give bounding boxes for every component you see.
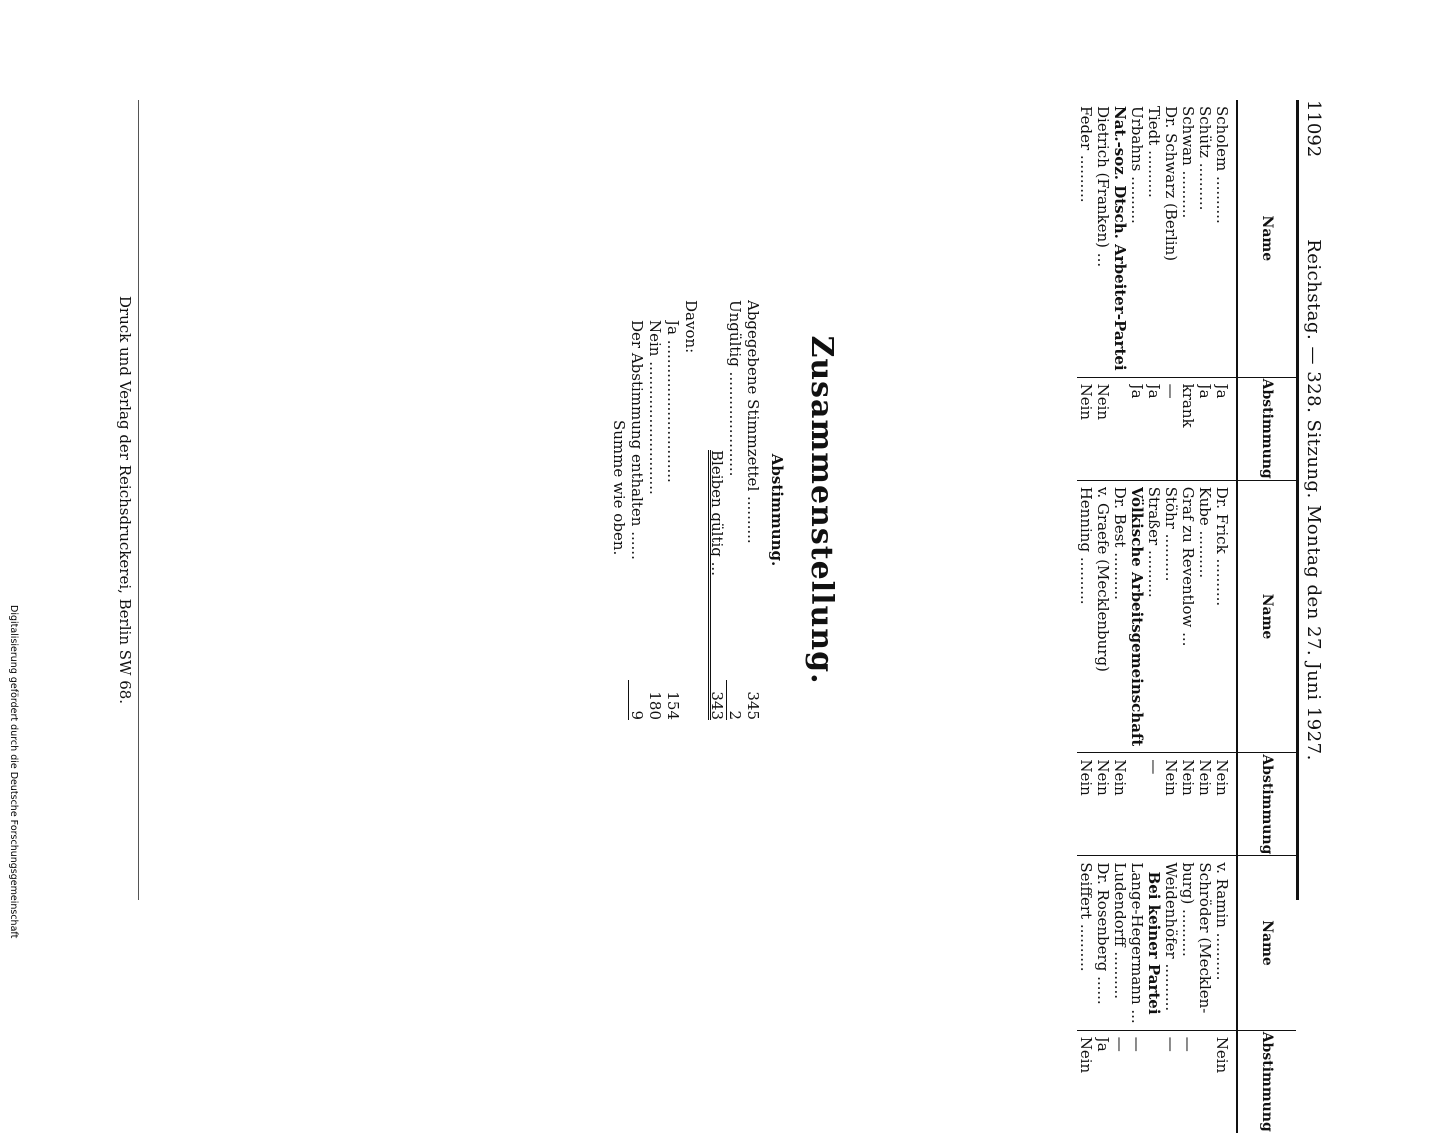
digitization-note: Digitalisierung gefördert durch die Deut…	[8, 605, 20, 995]
member-name: Henning ..........	[1077, 486, 1094, 605]
summary-row-summe: Summe wie oben.	[610, 300, 628, 720]
column-header-name: Name	[1237, 855, 1296, 1031]
member-vote: Nein	[1213, 759, 1230, 796]
footer-rule	[138, 100, 139, 900]
vote-column-3: Nein — — — — Ja Nein	[1077, 1030, 1237, 1133]
member-vote: Nein	[1094, 383, 1111, 421]
member-name: Schwan ..........	[1179, 106, 1196, 219]
member-vote: Nein	[1094, 759, 1111, 796]
member-vote	[1196, 1037, 1213, 1127]
member-name: Straßer ..........	[1145, 486, 1162, 598]
vote-table: Name Abstimmung Name Abstimmung Name Abs…	[1077, 100, 1296, 1133]
member-vote: —	[1145, 759, 1162, 775]
spacer	[1111, 384, 1128, 474]
member-name: Schütz ..........	[1196, 106, 1213, 211]
member-vote: Nein	[1077, 759, 1094, 796]
member-vote: —	[1111, 1036, 1128, 1052]
page-title: Reichstag. — 328. Sitzung. Montag den 27…	[1303, 239, 1324, 761]
member-name: Dr. Best ..........	[1111, 486, 1128, 600]
member-vote: Nein	[1077, 383, 1094, 421]
top-rule	[1296, 100, 1299, 900]
summary-row-gueltig: Bleiben gültig ... 343	[708, 300, 726, 720]
summary-value: 154	[664, 691, 682, 720]
member-vote: Ja	[1128, 383, 1145, 399]
document-page: 11092 Reichstag. — 328. Sitzung. Montag …	[116, 100, 1324, 1133]
member-name: Dr. Schwarz (Berlin)	[1162, 106, 1179, 262]
member-vote: Nein	[1179, 759, 1196, 796]
summary-value: 9	[628, 680, 646, 720]
member-name: Weidenhöfer ..........	[1162, 862, 1179, 1012]
member-name: Urbahns ..........	[1128, 106, 1145, 224]
summary-value: 180	[646, 691, 664, 720]
spacer	[1128, 759, 1145, 849]
member-vote: —	[1128, 1036, 1145, 1052]
summary-value: 343	[708, 680, 726, 720]
member-name: Dr. Frick ..........	[1213, 486, 1230, 607]
member-vote: —	[1179, 1036, 1196, 1052]
member-vote: Ja	[1196, 383, 1213, 399]
party-heading: Völkische Arbeitsgemeinschaft	[1128, 486, 1145, 747]
column-header-vote: Abstimmung	[1237, 1030, 1296, 1133]
summary-label: Der Abstimmung enthalten ......	[628, 320, 646, 560]
member-name: Tiedt ..........	[1145, 106, 1162, 198]
member-name: v. Ramin ..........	[1213, 862, 1230, 981]
name-column-3: v. Ramin .......... Schröder (Mecklen- b…	[1077, 855, 1237, 1031]
member-name: Ludendorff ..........	[1111, 862, 1128, 1000]
summary-title: Zusammenstellung.	[804, 335, 839, 685]
summary-label: Ja ..............................	[664, 320, 682, 483]
column-header-name: Name	[1237, 480, 1296, 753]
name-column-2: Dr. Frick .......... Kube .......... Gra…	[1077, 480, 1237, 753]
member-vote: —	[1162, 1036, 1179, 1052]
summary-row-ungueltig: Ungültig ...................... 2	[726, 300, 744, 720]
column-header-vote: Abstimmung	[1237, 377, 1296, 481]
member-name: v. Graefe (Mecklenburg)	[1094, 486, 1111, 672]
member-name: Stöhr ..........	[1162, 486, 1179, 582]
summary-row-ja: Ja .............................. 154	[664, 300, 682, 720]
spacer	[1145, 1037, 1162, 1127]
vote-column-2: Nein Nein Nein Nein — Nein Nein Nein	[1077, 752, 1237, 856]
summary-value: 345	[744, 691, 762, 720]
member-vote: Nein	[1162, 759, 1179, 796]
member-name: burg) ..........	[1179, 862, 1196, 957]
member-name: Dr. Rosenberg ......	[1094, 862, 1111, 1005]
summary-row-davon: Davon:	[682, 300, 700, 720]
vote-column-1: Ja Ja krank — Ja Ja Nein Nein	[1077, 377, 1237, 481]
digitization-text: Digitalisierung gefördert durch die Deut…	[8, 605, 19, 939]
member-vote: Nein	[1196, 759, 1213, 796]
party-heading: Bei keiner Partei	[1145, 871, 1162, 1015]
member-vote: Ja	[1145, 383, 1162, 399]
member-vote: Nein	[1111, 759, 1128, 796]
summary-label: Ungültig ......................	[726, 300, 744, 477]
member-name: Feder ..........	[1077, 106, 1094, 203]
member-vote: —	[1162, 383, 1179, 399]
summary-row-abgegeben: Abgegebene Stimmzettel .......... 345	[744, 300, 762, 720]
printer-footer: Druck und Verlag der Reichsdruckerei, Be…	[116, 295, 134, 705]
member-vote: krank	[1179, 383, 1196, 428]
summary-value: 2	[726, 680, 744, 720]
member-name: Schröder (Mecklen-	[1196, 862, 1213, 1014]
summary-label: Bleiben gültig ...	[708, 450, 726, 680]
summary-label: Summe wie oben.	[610, 420, 628, 556]
member-vote: Nein	[1213, 1036, 1230, 1074]
summary-subtitle: Abstimmung.	[768, 453, 786, 567]
summary-label: Abgegebene Stimmzettel ..........	[744, 300, 762, 544]
party-heading: Nat.-soz. Dtsch. Arbeiter-Partei	[1111, 106, 1128, 371]
summary-row-enthalten: Der Abstimmung enthalten ...... 9	[628, 300, 646, 720]
summary-label: Davon:	[682, 300, 700, 354]
member-vote: Nein	[1077, 1036, 1094, 1074]
member-name: Lange-Hegermann ...	[1128, 862, 1145, 1024]
summary-label: Nein ............................	[646, 320, 664, 495]
column-header-vote: Abstimmung	[1237, 752, 1296, 856]
member-name: Graf zu Reventlow ...	[1179, 486, 1196, 647]
member-name: Kube ..........	[1196, 486, 1213, 579]
member-name: Dietrich (Franken) ...	[1094, 106, 1111, 268]
member-name: Scholem ..........	[1213, 106, 1230, 224]
summary-row-nein: Nein ............................ 180	[646, 300, 664, 720]
summary-block: Zusammenstellung. Abstimmung. Abgegebene…	[610, 300, 839, 720]
member-vote: Ja	[1213, 383, 1230, 399]
member-name: Seiffert ..........	[1077, 862, 1094, 972]
name-column-1: Scholem .......... Schütz .......... Sch…	[1077, 100, 1237, 377]
column-header-name: Name	[1237, 100, 1296, 378]
member-vote: Ja	[1094, 1036, 1111, 1052]
